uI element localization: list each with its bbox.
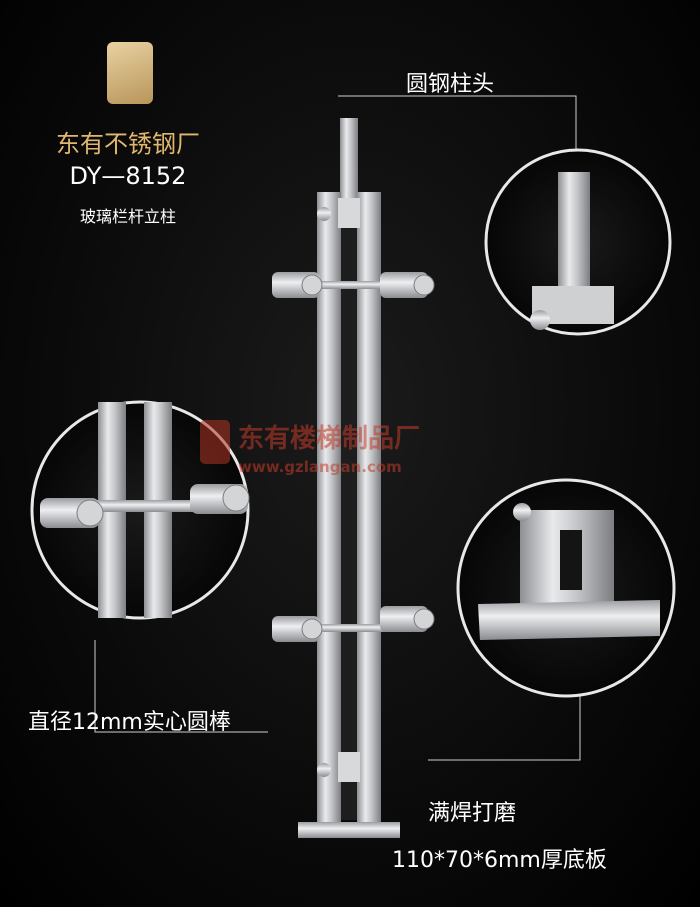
post-center-gap — [341, 200, 357, 820]
bottom-bolt — [317, 763, 331, 777]
company-logo — [107, 42, 153, 104]
bottom-filler-block — [338, 752, 360, 782]
post-left-flat — [317, 192, 341, 827]
post-right-flat — [357, 192, 381, 827]
lower-left-clamp-face — [301, 618, 323, 640]
upper-left-clamp-face — [301, 274, 323, 296]
detail-welded-base — [456, 478, 676, 698]
lower-solid-rod — [300, 624, 400, 632]
watermark: 东有楼梯制品厂 www.gzlangan.com — [200, 418, 500, 486]
upper-solid-rod — [300, 281, 400, 289]
company-name: 东有不锈钢厂 — [56, 130, 200, 158]
callout-post-head: 圆钢柱头 — [406, 72, 495, 97]
watermark-url: www.gzlangan.com — [238, 458, 402, 476]
model-number: DY—8152 — [69, 162, 187, 190]
detail-post-head — [484, 148, 672, 336]
upper-right-clamp-face — [413, 274, 435, 296]
product-name: 玻璃栏杆立柱 — [79, 207, 176, 226]
callout-welding: 满焊打磨 — [428, 801, 517, 826]
lower-right-clamp-face — [413, 608, 435, 630]
watermark-logo — [200, 420, 230, 464]
detail-solid-rod — [30, 400, 250, 620]
top-bolt — [317, 207, 331, 221]
round-top-bar — [340, 118, 358, 198]
railing-post — [272, 118, 435, 838]
watermark-name: 东有楼梯制品厂 — [238, 424, 421, 454]
callout-solid-rod: 直径12mm实心圆棒 — [28, 710, 231, 735]
callout-base-plate: 110*70*6mm厚底板 — [392, 848, 607, 873]
base-plate — [298, 822, 400, 838]
callout-lines — [94, 95, 581, 761]
top-filler-block — [338, 198, 360, 228]
